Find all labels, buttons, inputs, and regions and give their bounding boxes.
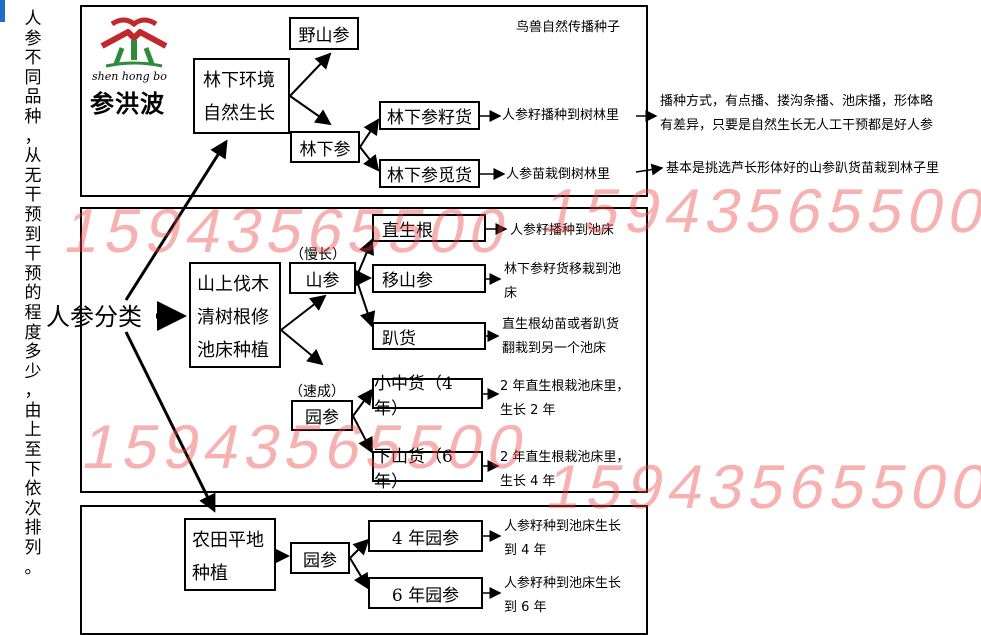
garden-ginseng-box-3: 园参 — [290, 542, 350, 574]
forest-natural-line-2: 自然生长 — [203, 103, 275, 124]
logo-pinyin: shen hong bo — [92, 70, 167, 83]
seed-goods-box: 林下参籽货 — [379, 101, 480, 130]
side-char: 列 — [24, 538, 42, 559]
logo: shen hong bo 参洪波 — [88, 14, 180, 118]
side-char: 下 — [24, 459, 42, 480]
found-goods-box: 林下参觅货 — [379, 159, 480, 188]
seed-goods-note: 人参籽播种到树林里 — [502, 108, 620, 123]
wild-ginseng-box: 野山参 — [289, 17, 359, 50]
down-mountain-goods-note: 2 年直生根栽池床里， 生长 4 年 — [500, 446, 629, 494]
logo-name: 参洪波 — [90, 90, 165, 118]
mountain-bed-line-2: 清树根修 — [197, 307, 269, 328]
transplant-note-line-1: 林下参籽货移栽到池 — [504, 262, 622, 277]
lying-goods-note-line-1: 直生根幼苗或者趴货 — [502, 317, 620, 332]
side-char: 参 — [24, 28, 42, 49]
down-mountain-goods-note-line-1: 2 年直生根栽池床里， — [500, 450, 630, 465]
small-mid-goods-note-line-1: 2 年直生根栽池床里， — [500, 379, 630, 394]
side-char: 少 — [24, 361, 42, 382]
forest-natural-line-1: 林下环境 — [203, 70, 275, 91]
four-year-garden-note-line-1: 人参籽种到池床生长 — [504, 519, 622, 534]
side-char: 次 — [24, 498, 42, 519]
straight-root-note: 人参籽播种到池床 — [510, 223, 615, 238]
mountain-ginseng-box: 山参 — [289, 262, 356, 294]
four-year-garden-box: 4 年园参 — [368, 520, 483, 552]
slow-growth-label: （慢长） — [290, 247, 346, 263]
side-char: 由 — [24, 400, 42, 421]
six-year-garden-note-line-1: 人参籽种到池床生长 — [504, 576, 622, 591]
six-year-garden-note-line-2: 到 6 年 — [504, 600, 547, 615]
seed-goods-detail: 播种方式，有点播、搂沟条播、池床播，形体略 有差异，只要是自然生长无人工干预都是… — [660, 90, 933, 138]
side-char: 同 — [24, 67, 42, 88]
lying-goods-note-line-2: 翻栽到另一个池床 — [502, 341, 607, 356]
four-year-garden-note-line-2: 到 4 年 — [504, 543, 547, 558]
side-char: ， — [24, 381, 42, 402]
lying-goods-note: 直生根幼苗或者趴货 翻栽到另一个池床 — [502, 313, 619, 361]
fast-growth-label: （速成） — [289, 384, 345, 400]
transplant-note-line-2: 床 — [504, 286, 518, 301]
root-label: 人参分类 — [46, 303, 142, 331]
farmland-line-2: 种植 — [192, 563, 228, 584]
farmland-line-1: 农田平地 — [192, 530, 264, 551]
side-char: 无 — [24, 165, 42, 186]
forest-ginseng-box: 林下参 — [290, 131, 360, 163]
mountain-bed-line-1: 山上伐木 — [197, 274, 269, 295]
seed-goods-detail-line-2: 有差异，只要是自然生长无人工干预都是好人参 — [660, 118, 934, 133]
side-char: 。 — [24, 557, 42, 578]
lying-goods-box: 趴货 — [372, 322, 486, 350]
wild-ginseng-note: 鸟兽自然传播种子 — [516, 20, 621, 35]
section-mountain-bed — [80, 207, 648, 493]
four-year-garden-note: 人参籽种到池床生长 到 4 年 — [504, 515, 621, 563]
side-char: 多 — [24, 342, 42, 363]
small-mid-goods-box: 小中货（4 年） — [372, 374, 483, 419]
small-mid-goods-note-line-2: 生长 2 年 — [500, 403, 556, 418]
down-mountain-goods-box: 下山货（6 年） — [372, 447, 483, 492]
side-char: 品 — [24, 87, 42, 108]
side-char: 不 — [24, 48, 42, 69]
transplant-box: 移山参 — [372, 264, 486, 293]
seed-goods-detail-line-1: 播种方式，有点播、搂沟条播、池床播，形体略 — [660, 94, 934, 109]
logo-emblem — [100, 17, 168, 68]
side-char: 上 — [24, 420, 42, 441]
side-char: 到 — [24, 224, 42, 245]
side-char: 预 — [24, 263, 42, 284]
six-year-garden-note: 人参籽种到池床生长 到 6 年 — [504, 572, 621, 620]
side-char: 度 — [24, 322, 42, 343]
side-char: 预 — [24, 204, 42, 225]
mountain-bed-box: 山上伐木 清树根修 池床种植 — [189, 262, 281, 368]
side-char: 人 — [24, 9, 42, 29]
mountain-bed-line-3: 池床种植 — [197, 340, 269, 361]
side-char: 种 — [24, 106, 42, 127]
six-year-garden-box: 6 年园参 — [368, 577, 483, 609]
garden-ginseng-box-2: 园参 — [291, 400, 353, 431]
transplant-note: 林下参籽货移栽到池 床 — [504, 258, 621, 306]
side-char: 依 — [24, 479, 42, 500]
found-goods-note: 人参苗栽倒树林里 — [506, 167, 611, 182]
window-edge-strip — [0, 0, 5, 22]
small-mid-goods-note: 2 年直生根栽池床里， 生长 2 年 — [500, 375, 629, 423]
found-goods-detail: 基本是挑选芦长形体好的山参趴货苗栽到林子里 — [666, 161, 940, 176]
side-description: 人参不同品种，从无干预到干预的程度多少，由上至下依次排列。 — [22, 9, 44, 578]
straight-root-box: 直生根 — [372, 214, 486, 242]
farmland-box: 农田平地 种植 — [184, 518, 276, 591]
side-char: 至 — [24, 440, 42, 461]
side-char: 从 — [24, 146, 42, 167]
side-char: ， — [24, 126, 42, 147]
side-char: 排 — [24, 518, 42, 539]
side-char: 干 — [24, 185, 42, 206]
down-mountain-goods-note-line-2: 生长 4 年 — [500, 474, 556, 489]
forest-natural-box: 林下环境 自然生长 — [193, 58, 290, 134]
section-forest — [80, 5, 648, 197]
side-char: 的 — [24, 283, 42, 304]
side-char: 程 — [24, 302, 42, 323]
side-char: 干 — [24, 244, 42, 265]
